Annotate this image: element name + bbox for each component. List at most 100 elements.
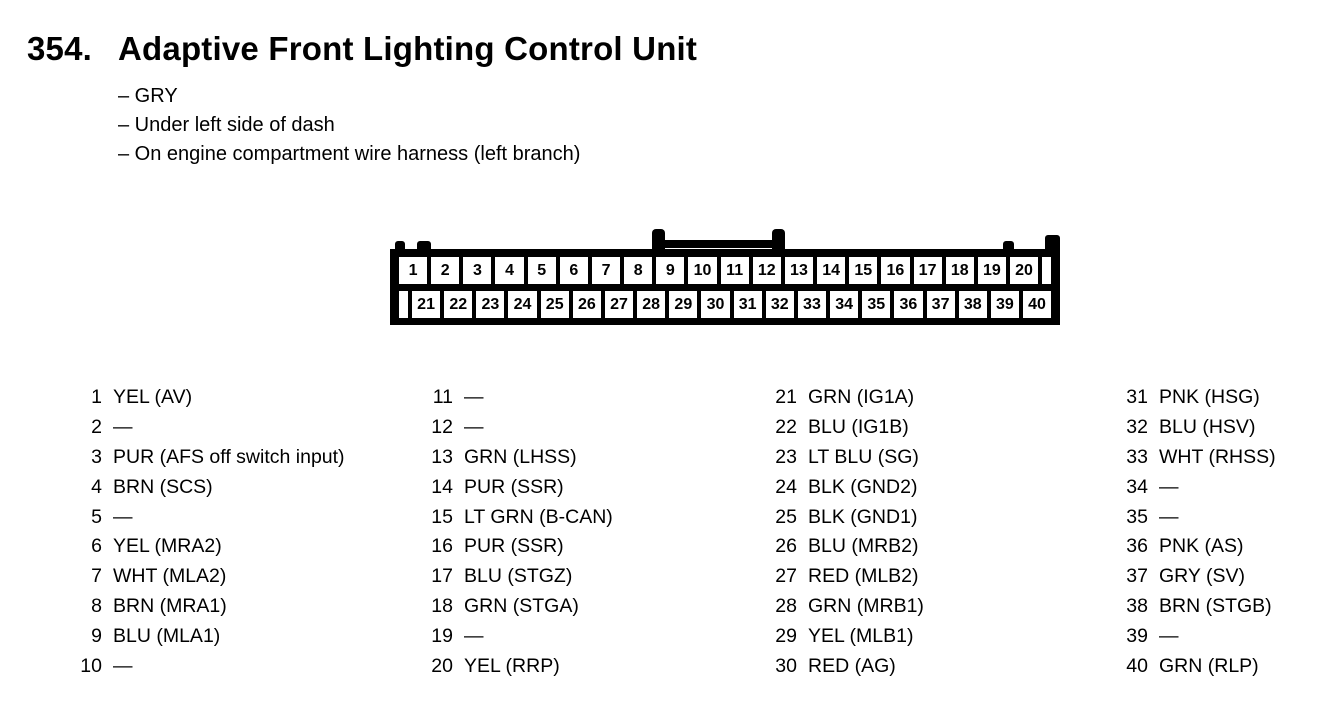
pin-cell: 31 <box>733 291 762 318</box>
pin-cell: 2 <box>431 257 460 284</box>
pin-number: 19 <box>431 624 453 647</box>
pin-number: 29 <box>775 624 797 647</box>
pin-number: 5 <box>91 505 102 528</box>
pin-list-item: 21 GRN (IG1A) <box>751 383 924 413</box>
pin-list-item: 19 — <box>407 621 613 651</box>
pin-cell: 8 <box>624 257 653 284</box>
pin-number: 31 <box>1126 386 1148 409</box>
pin-list-item: 1 YEL (AV) <box>56 383 345 413</box>
pin-list-item: 12 — <box>407 413 613 443</box>
pin-cell: 35 <box>862 291 891 318</box>
pin-list-item: 26 BLU (MRB2) <box>751 532 924 562</box>
pin-wire-label: BLU (MRB2) <box>808 535 919 558</box>
pin-cell: 14 <box>817 257 846 284</box>
pin-list-item: 2 — <box>56 413 345 443</box>
pin-wire-label: BLU (STGZ) <box>464 565 573 588</box>
pin-number: 8 <box>91 594 102 617</box>
pin-cell: 17 <box>913 257 942 284</box>
pin-number: 20 <box>431 654 453 677</box>
pin-cell: 38 <box>958 291 987 318</box>
pin-number: 21 <box>775 386 797 409</box>
pin-number: 18 <box>431 594 453 617</box>
pin-wire-label: GRN (IG1A) <box>808 386 915 409</box>
pin-wire-label: WHT (MLA2) <box>113 565 227 588</box>
pin-cell: 18 <box>945 257 974 284</box>
pin-wire-label: PUR (AFS off switch input) <box>113 445 345 468</box>
pin-cell: 29 <box>669 291 698 318</box>
pin-number: 10 <box>80 654 102 677</box>
pin-number: 15 <box>431 505 453 528</box>
pin-wire-label: — <box>464 624 484 647</box>
pin-wire-label: — <box>113 505 133 528</box>
pin-cell: 10 <box>688 257 717 284</box>
pin-cell: 25 <box>540 291 569 318</box>
pin-number: 32 <box>1126 416 1148 439</box>
connector-mount-bump <box>1003 241 1014 255</box>
connector-diagram: 1 2 3 4 5 6 7 8 9 10 <box>390 227 1060 325</box>
pin-wire-label: RED (AG) <box>808 654 896 677</box>
pin-wire-label: YEL (AV) <box>113 386 193 409</box>
pin-wire-label: BLU (HSV) <box>1159 416 1256 439</box>
pin-cell: 36 <box>894 291 923 318</box>
pin-list-item: 25 BLK (GND1) <box>751 502 924 532</box>
pin-number: 7 <box>91 565 102 588</box>
pin-number: 27 <box>775 565 797 588</box>
pin-wire-label: PUR (SSR) <box>464 475 564 498</box>
pin-list-item: 34 — <box>1102 472 1276 502</box>
pin-number: 24 <box>775 475 797 498</box>
pin-wire-label: LT GRN (B-CAN) <box>464 505 613 528</box>
pin-cell: 5 <box>527 257 556 284</box>
pin-number: 1 <box>91 386 102 409</box>
pin-number: 33 <box>1126 445 1148 468</box>
pin-wire-label: GRN (RLP) <box>1159 654 1259 677</box>
pin-list-item: 10 — <box>56 651 345 681</box>
pin-wire-label: YEL (RRP) <box>464 654 560 677</box>
pin-number: 11 <box>432 386 453 409</box>
pin-wire-label: BLK (GND2) <box>808 475 918 498</box>
pin-list-item: 11 — <box>407 383 613 413</box>
pin-cell: 33 <box>797 291 827 318</box>
pin-number: 28 <box>775 594 797 617</box>
pin-list-item: 33 WHT (RHSS) <box>1102 443 1275 473</box>
pinout-column-4: 31 PNK (HSG) 32 BLU (HSV) 33 WHT (RHSS) … <box>1102 383 1276 681</box>
pin-number: 17 <box>431 565 453 588</box>
pin-cell: 7 <box>591 257 621 284</box>
pin-cell: 3 <box>463 257 492 284</box>
pin-cell: 12 <box>752 257 781 284</box>
pin-number: 25 <box>775 505 797 528</box>
pin-list-item: 31 PNK (HSG) <box>1102 383 1276 413</box>
pin-list-item: 14 PUR (SSR) <box>407 472 613 502</box>
section-number: 354. <box>27 30 93 67</box>
pin-wire-label: YEL (MLB1) <box>808 624 914 647</box>
pin-number: 3 <box>91 445 102 468</box>
pin-cell: 26 <box>572 291 601 318</box>
connector-body: 1 2 3 4 5 6 7 8 9 10 <box>390 249 1060 325</box>
pin-list-item: 18 GRN (STGA) <box>407 592 613 622</box>
pin-cell: 32 <box>765 291 794 318</box>
pin-number: 4 <box>91 475 102 498</box>
pin-list-item: 39 — <box>1102 621 1276 651</box>
pin-number: 16 <box>431 535 453 558</box>
pin-number: 2 <box>91 416 102 439</box>
pin-cell: 19 <box>977 257 1006 284</box>
pin-number: 40 <box>1126 654 1148 677</box>
pinout-column-1: 1 YEL (AV) 2 — 3 PUR (AFS off switch inp… <box>56 383 345 681</box>
pin-cell: 23 <box>476 291 505 318</box>
pin-number: 9 <box>91 624 102 647</box>
pin-number: 13 <box>431 445 453 468</box>
pin-wire-label: PNK (AS) <box>1159 535 1244 558</box>
pin-wire-label: PUR (SSR) <box>464 535 564 558</box>
pin-number: 34 <box>1126 475 1148 498</box>
pin-list-item: 4 BRN (SCS) <box>56 472 345 502</box>
pin-list-item: 6 YEL (MRA2) <box>56 532 345 562</box>
page-header: 354. Adaptive Front Lighting Control Uni… <box>27 30 697 68</box>
pin-cell: 11 <box>720 257 749 284</box>
pin-wire-label: BRN (SCS) <box>113 475 213 498</box>
pin-list-item: 30 RED (AG) <box>751 651 924 681</box>
pin-list-item: 17 BLU (STGZ) <box>407 562 613 592</box>
location-notes: – GRY – Under left side of dash – On eng… <box>118 82 580 169</box>
pin-list-item: 15 LT GRN (B-CAN) <box>407 502 613 532</box>
connector-pin-row-top: 1 2 3 4 5 6 7 8 9 10 <box>399 257 1052 284</box>
pinout-column-2: 11 — 12 — 13 GRN (LHSS) 14 PUR (SSR) 15 … <box>407 383 613 681</box>
